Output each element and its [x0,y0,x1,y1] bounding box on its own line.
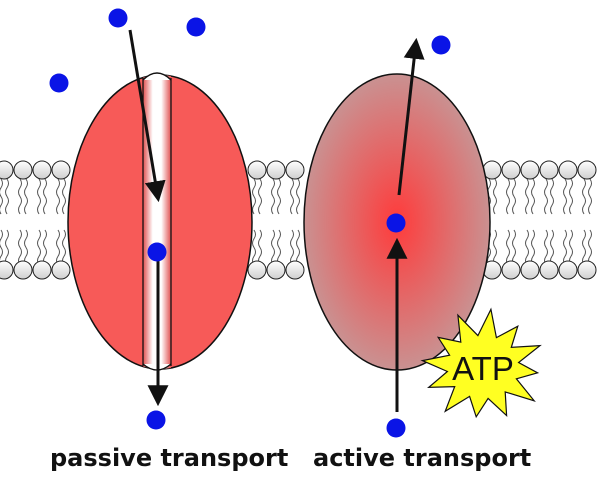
molecule-icon [386,213,406,233]
lipid-tail [544,178,548,215]
lipid-head [13,260,33,280]
lipid-tail [0,229,3,266]
molecule-icon [49,73,69,93]
lipid-heads-top [0,160,597,180]
lipid-head [0,160,14,180]
lipid-tail [24,178,28,215]
lipid-tail [24,229,28,266]
lipid-tail [18,178,22,215]
lipid-head [51,260,71,280]
lipid-tail [493,229,497,266]
molecule-icon [108,8,128,28]
lipid-head [577,160,597,180]
lipid-tail [525,178,529,215]
lipid-head [247,160,267,180]
lipid-tail [588,178,592,215]
lipid-tail [506,229,510,266]
lipid-tail [550,229,554,266]
atp-starburst-icon: ATP [420,307,542,419]
lipid-tail [43,178,47,215]
lipid-tail [531,178,535,215]
lipid-tail [512,178,516,215]
molecule-icon [146,410,166,430]
lipid-tail [18,229,22,266]
active-arrow-out [397,37,425,196]
molecule-icon [186,17,206,37]
channel-protein [67,72,253,371]
lipid-head [247,260,267,280]
lipid-tail [56,178,60,215]
lipid-tails [0,178,592,266]
lipid-tail [296,229,300,266]
lipid-tail [56,229,60,266]
lipid-tail [62,229,66,266]
lipid-head [558,160,578,180]
molecule-icon [431,35,451,55]
lipid-tail [569,178,573,215]
lipid-tail [252,178,256,215]
lipid-tail [569,229,573,266]
lipid-tail [37,229,41,266]
lipid-tail [582,229,586,266]
lipid-tail [563,229,567,266]
lipid-tail [258,178,262,215]
molecules [49,8,451,438]
passive-transport-label: passive transport [50,444,289,472]
lipid-tail [271,178,275,215]
lipid-head [520,260,540,280]
lipid-head [32,160,52,180]
lipid-bilayer [0,160,597,280]
lipid-head [285,260,305,280]
atp-label: ATP [452,350,514,387]
lipid-head [501,160,521,180]
lipid-tail [506,178,510,215]
lipid-head [539,260,559,280]
lipid-head [13,160,33,180]
channel-top-notch [142,72,172,81]
molecule-icon [386,418,406,438]
lipid-tail [290,178,294,215]
lipid-head [558,260,578,280]
lipid-tail [0,178,3,215]
active-transport-label: active transport [313,444,532,472]
lipid-tail [290,229,294,266]
lipid-tail [258,229,262,266]
lipid-head [577,260,597,280]
lipid-tail [544,229,548,266]
lipid-head [51,160,71,180]
lipid-tail [277,178,281,215]
lipid-tail [43,229,47,266]
lipid-tail [588,229,592,266]
lipid-tail [512,229,516,266]
molecule-icon [147,242,167,262]
lipid-head [501,260,521,280]
active-arrows [386,37,425,412]
lipid-tail [531,229,535,266]
lipid-tail [493,178,497,215]
lipid-tail [525,229,529,266]
lipid-head [285,160,305,180]
lipid-heads-bottom [0,260,597,280]
lipid-tail [563,178,567,215]
lipid-tail [550,178,554,215]
lipid-head [266,260,286,280]
lipid-tail [271,229,275,266]
lipid-tail [277,229,281,266]
lipid-head [32,260,52,280]
lipid-tail [5,178,9,215]
lipid-tail [5,229,9,266]
lipid-tail [62,178,66,215]
lipid-head [0,260,14,280]
lipid-head [520,160,540,180]
lipid-tail [37,178,41,215]
lipid-head [266,160,286,180]
lipid-tail [296,178,300,215]
lipid-tail [252,229,256,266]
passive-arrow-in [128,29,166,203]
passive-arrows [128,29,169,407]
lipid-head [539,160,559,180]
lipid-tail [582,178,586,215]
